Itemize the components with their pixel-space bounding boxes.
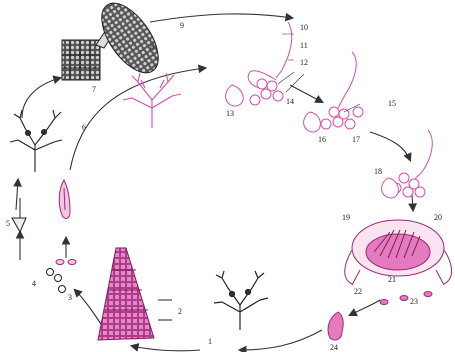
label-21: 21 bbox=[388, 275, 396, 284]
label-24: 24 bbox=[330, 343, 338, 352]
arrow-24-to-1 bbox=[240, 330, 322, 350]
label-16: 16 bbox=[318, 135, 326, 144]
label-6: 6 bbox=[82, 123, 86, 132]
arrow-23-to-24 bbox=[350, 300, 380, 315]
arrow-5-to-6 bbox=[16, 180, 18, 210]
arrow-8-to-10 bbox=[150, 14, 292, 22]
stage-7-8-filament-sporangium bbox=[62, 0, 169, 82]
stage-23-carpospores bbox=[380, 292, 432, 305]
arrow-17-to-18 bbox=[370, 132, 410, 160]
stage-18-gonimoblast bbox=[382, 130, 433, 198]
pink-branched-plant bbox=[123, 73, 181, 128]
label-2: 2 bbox=[178, 307, 182, 316]
label-10: 10 bbox=[300, 23, 308, 32]
arrow-1-to-2 bbox=[132, 346, 200, 351]
stage-4-spores bbox=[47, 269, 66, 293]
arrow-14-to-15 bbox=[290, 85, 322, 102]
label-23: 23 bbox=[410, 297, 418, 306]
arrow-6-to-7 bbox=[22, 78, 60, 118]
stage-6-sporophyte bbox=[10, 110, 62, 172]
label-8: 8 bbox=[150, 43, 154, 52]
label-7: 7 bbox=[92, 85, 96, 94]
label-18: 18 bbox=[374, 167, 382, 176]
label-12: 12 bbox=[300, 58, 308, 67]
stage-24-germinating-carpospore bbox=[328, 312, 343, 340]
label-17: 17 bbox=[352, 135, 360, 144]
label-1: 1 bbox=[208, 337, 212, 346]
arrow-6-to-12 bbox=[70, 68, 205, 170]
label-14: 14 bbox=[286, 97, 294, 106]
stage-2-pink-axis bbox=[98, 248, 172, 340]
arrow-2-to-3 bbox=[75, 290, 105, 330]
label-19: 19 bbox=[342, 213, 350, 222]
stage-5-germling bbox=[12, 198, 26, 232]
arrow-18-to-19 bbox=[412, 195, 413, 210]
label-20: 20 bbox=[434, 213, 442, 222]
stage-15-17-fertilization bbox=[304, 52, 363, 132]
label-13: 13 bbox=[226, 109, 234, 118]
label-9: 9 bbox=[180, 21, 184, 30]
label-3: 3 bbox=[68, 293, 72, 302]
label-22: 22 bbox=[354, 287, 362, 296]
stage-10-14-carpogonium bbox=[226, 22, 292, 106]
label-11: 11 bbox=[300, 41, 308, 50]
label-15: 15 bbox=[388, 99, 396, 108]
stage-19-22-cystocarp bbox=[345, 220, 452, 285]
label-4: 4 bbox=[32, 279, 36, 288]
stage-1-thallus bbox=[214, 271, 268, 330]
label-5: 5 bbox=[6, 219, 10, 228]
